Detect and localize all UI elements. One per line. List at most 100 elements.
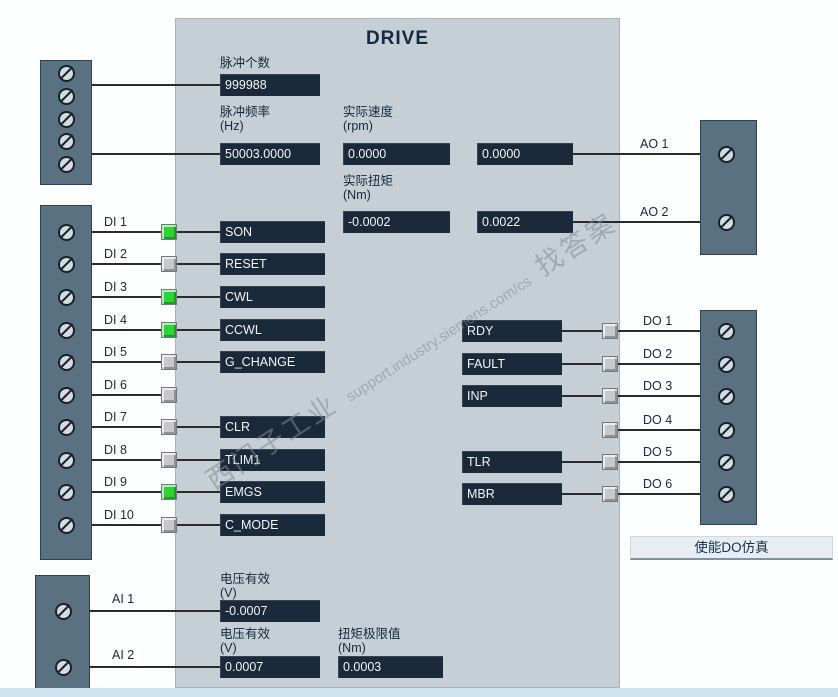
di4-indicator[interactable] (161, 322, 177, 338)
di5-signal-box: G_CHANGE (220, 351, 325, 373)
do3-indicator (602, 388, 618, 404)
terminal-icon (58, 88, 75, 105)
terminal-icon (718, 323, 735, 340)
terminal-icon (718, 454, 735, 471)
di2-indicator[interactable] (161, 256, 177, 272)
di-terminal-block (40, 205, 92, 560)
di10-signal-box: C_MODE (220, 514, 325, 536)
terminal-icon (55, 603, 72, 620)
di3-port-label: DI 3 (104, 280, 127, 294)
pulse-freq-unit: (Hz) (220, 119, 244, 133)
di1-signal-box: SON (220, 221, 325, 243)
ai1-unit: (V) (220, 586, 237, 600)
wire (92, 491, 161, 493)
ao-terminal-block (700, 120, 757, 255)
wire (92, 153, 220, 155)
di4-signal-box: CCWL (220, 319, 325, 341)
pulse-count-label: 脉冲个数 (220, 56, 271, 70)
pulse-count-value: 999988 (220, 74, 320, 96)
wire (92, 394, 161, 396)
wire (177, 491, 220, 493)
enable-do-simulation-button[interactable]: 使能DO仿真 (630, 536, 833, 560)
do5-signal-box: TLR (462, 451, 562, 473)
do6-port-label: DO 6 (643, 477, 673, 491)
di9-indicator[interactable] (161, 484, 177, 500)
wire (92, 231, 161, 233)
wire (177, 459, 220, 461)
di8-indicator[interactable] (161, 452, 177, 468)
di10-port-label: DI 10 (104, 508, 134, 522)
terminal-icon (58, 111, 75, 128)
do3-port-label: DO 3 (643, 379, 673, 393)
wire (92, 524, 161, 526)
torque-limit-label: 扭矩极限值 (338, 627, 401, 641)
di4-port-label: DI 4 (104, 313, 127, 327)
torque-limit-value: 0.0003 (338, 656, 443, 678)
ao2-port-label: AO 2 (640, 205, 669, 219)
pulse-terminal-block (40, 60, 92, 185)
ai2-value: 0.0007 (220, 656, 320, 678)
di5-port-label: DI 5 (104, 345, 127, 359)
terminal-icon (58, 354, 75, 371)
bottom-bar (0, 688, 838, 697)
wire (573, 221, 700, 223)
ai2-unit: (V) (220, 641, 237, 655)
terminal-icon (718, 486, 735, 503)
di6-indicator[interactable] (161, 387, 177, 403)
di10-indicator[interactable] (161, 517, 177, 533)
di7-indicator[interactable] (161, 419, 177, 435)
wire (92, 361, 161, 363)
wire (92, 296, 161, 298)
wire (562, 395, 602, 397)
wire (177, 329, 220, 331)
wire (618, 395, 700, 397)
wire (618, 493, 700, 495)
wire (562, 330, 602, 332)
wire (92, 459, 161, 461)
torque-unit: (Nm) (343, 188, 371, 202)
di2-port-label: DI 2 (104, 247, 127, 261)
wire (618, 330, 700, 332)
wire (90, 610, 220, 612)
ai2-port-label: AI 2 (112, 648, 135, 662)
wire (92, 329, 161, 331)
torque-output-value: 0.0022 (477, 211, 573, 233)
terminal-icon (58, 224, 75, 241)
wire (562, 461, 602, 463)
wire (177, 231, 220, 233)
di7-signal-box: CLR (220, 416, 325, 438)
do-terminal-block (700, 310, 757, 525)
do6-indicator (602, 486, 618, 502)
di3-indicator[interactable] (161, 289, 177, 305)
di1-indicator[interactable] (161, 224, 177, 240)
do1-port-label: DO 1 (643, 314, 673, 328)
terminal-icon (58, 156, 75, 173)
ai1-label: 电压有效 (220, 572, 271, 586)
di9-signal-box: EMGS (220, 481, 325, 503)
do1-indicator (602, 323, 618, 339)
wire (562, 493, 602, 495)
wire (573, 153, 700, 155)
di3-signal-box: CWL (220, 286, 325, 308)
terminal-icon (718, 356, 735, 373)
wire (90, 666, 220, 668)
wire (92, 426, 161, 428)
terminal-icon (718, 388, 735, 405)
terminal-icon (55, 659, 72, 676)
di8-port-label: DI 8 (104, 443, 127, 457)
terminal-icon (58, 256, 75, 273)
pulse-freq-label: 脉冲频率 (220, 105, 271, 119)
torque-value: -0.0002 (343, 211, 450, 233)
wire (177, 263, 220, 265)
di8-signal-box: TLIM1 (220, 449, 325, 471)
di7-port-label: DI 7 (104, 410, 127, 424)
di2-signal-box: RESET (220, 253, 325, 275)
wire (177, 426, 220, 428)
ao1-port-label: AO 1 (640, 137, 669, 151)
di5-indicator[interactable] (161, 354, 177, 370)
do4-indicator (602, 422, 618, 438)
wire (562, 363, 602, 365)
speed-label: 实际速度 (343, 105, 394, 119)
do2-port-label: DO 2 (643, 347, 673, 361)
